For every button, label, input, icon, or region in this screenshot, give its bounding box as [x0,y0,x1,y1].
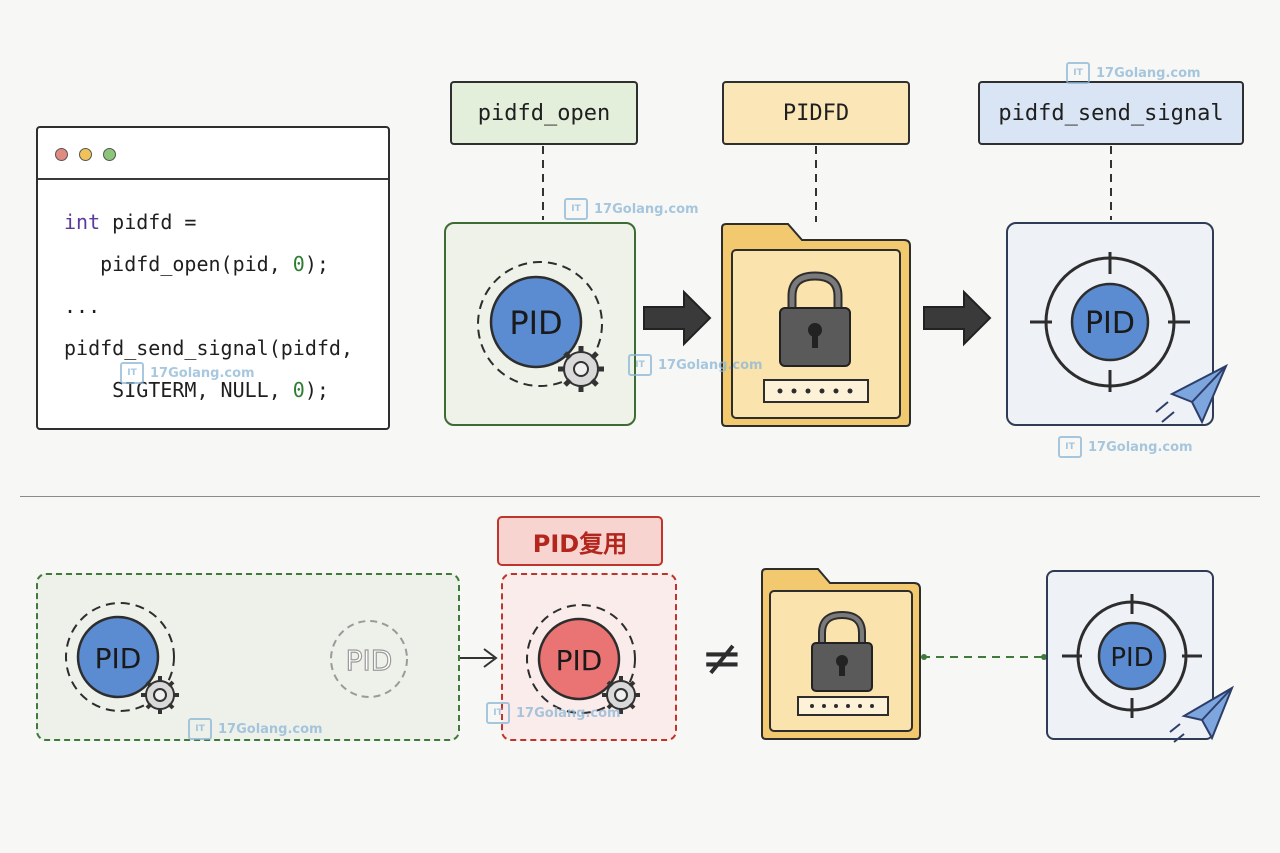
watermark-logo-icon: IT [188,718,212,740]
gear-icon [141,676,179,714]
code-token: int [64,210,101,234]
arrow-right-icon [458,648,498,668]
watermark-logo-icon: IT [486,702,510,724]
code-token: pidfd_open(pid, [64,252,293,276]
pid-circle [1070,282,1150,362]
lock-icon [779,271,851,367]
watermark-logo-icon: IT [628,354,652,376]
signal-illustration: PID [1030,252,1229,425]
code-token: pidfd = [100,210,197,234]
broken-link [921,654,1047,660]
paper-plane-icon [1169,685,1235,743]
process-illustration: PID [477,261,604,392]
old-process-illustration: PID PID [65,602,408,714]
pid-label: PID [1085,306,1135,341]
code-line: SIGTERM, NULL, 0); [64,378,329,402]
pid-label: PID [95,642,142,675]
not-equal-sign: ≠ [701,629,743,687]
code-token: 0 [292,378,305,402]
watermark-logo-icon: IT [120,362,144,384]
code-token: 0 [292,252,305,276]
watermark-logo-icon: IT [1066,62,1090,84]
window-dot-yellow [79,148,92,161]
code-line: ... [64,294,100,318]
crosshair-icon [1062,594,1202,718]
lock-icon [811,610,873,692]
pid-label: PID [556,644,603,677]
code-line: int pidfd = [64,210,196,234]
folder-icon [721,223,911,427]
label-pidfd: PIDFD [722,81,910,145]
folder-icon [761,568,921,740]
code-token: ); [304,378,329,402]
label-pidfd-open: pidfd_open [450,81,638,145]
pid-circle-reused [537,617,621,701]
pid-label: PID [1110,643,1153,673]
code-token: SIGTERM, NULL, [64,378,293,402]
label-pidfd-send-signal: pidfd_send_signal [978,81,1244,145]
arrow-right-icon [643,289,712,347]
crosshair-icon [1030,252,1190,392]
code-line: pidfd_open(pid, 0); [64,252,329,276]
code-window-titlebar [38,128,388,180]
pid-circle [76,615,160,699]
label-pid-reuse: PID复用 [497,516,663,566]
pid-circle [489,275,583,369]
code-window: int pidfd = pidfd_open(pid, 0);... pidfd_… [36,126,390,430]
code-token: ... [64,294,101,318]
watermark-logo-icon: IT [1058,436,1082,458]
gear-icon [602,676,640,714]
ghost-pid-circle [330,620,408,698]
pid-label: PID [509,304,562,342]
section-divider [20,496,1260,497]
paper-plane-icon [1155,363,1229,425]
ghost-pid-label: PID [346,644,393,677]
password-field [797,696,889,716]
window-dot-green [103,148,116,161]
pid-circle [1097,621,1167,691]
password-field [763,379,869,403]
watermark-logo-icon: IT [564,198,588,220]
gear-icon [558,346,604,392]
code-line: pidfd_send_signal(pidfd, [64,336,353,360]
arrow-right-icon [923,289,992,347]
new-process-illustration: PID [526,604,640,714]
code-token: ); [304,252,329,276]
code-token: pidfd_send_signal(pidfd, [64,336,353,360]
window-dot-red [55,148,68,161]
signal-illustration: PID [1062,594,1235,743]
